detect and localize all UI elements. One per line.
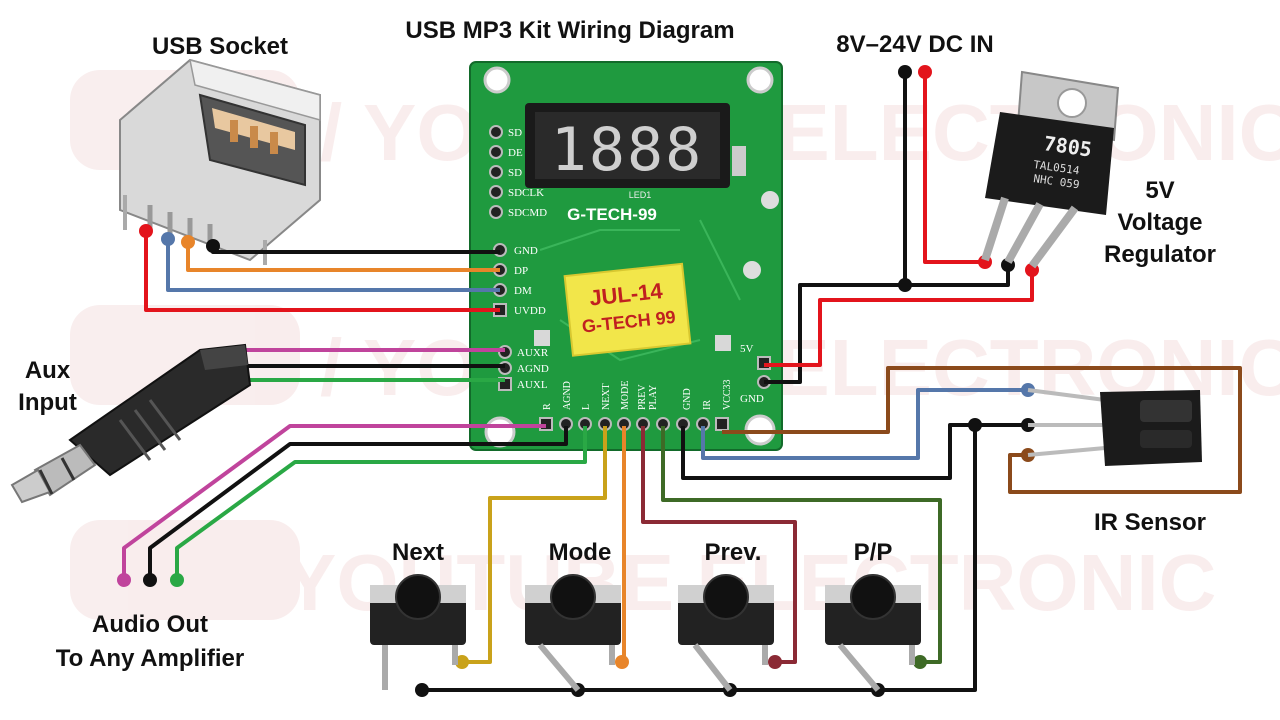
- pin-label-uvdd: UVDD: [514, 305, 546, 317]
- pin-label-vcc33: VCC33: [722, 379, 733, 410]
- wire-reg-gnd: [764, 265, 1010, 384]
- pin-label-agnd-bottom: AGND: [562, 381, 573, 410]
- audio-out-label-line2: To Any Amplifier: [55, 645, 245, 672]
- wire-reg-out: [764, 270, 1034, 367]
- pin-label-dp: DP: [514, 265, 528, 277]
- button-mode[interactable]: [525, 574, 621, 692]
- aux-label-line1: Aux: [24, 357, 71, 384]
- junction-dots: [117, 65, 1039, 697]
- ir-sensor-label: IR Sensor: [1093, 509, 1207, 536]
- regulator-label-line1: 5V: [1145, 177, 1175, 204]
- ir-sensor: [1027, 388, 1202, 466]
- wire-dc-pos: [923, 72, 985, 264]
- pin-label-sdcmd: SDCMD: [508, 207, 547, 219]
- pin-label-next: NEXT: [601, 383, 612, 410]
- date-sticker: JUL-14 G-TECH 99: [563, 262, 692, 357]
- wire-button-gnd-bus: [422, 425, 977, 692]
- wires: [122, 72, 1242, 692]
- wire-out-gnd: [148, 426, 568, 580]
- pin-label-gnd-bottom: GND: [682, 388, 693, 410]
- button-next[interactable]: [370, 574, 466, 690]
- mp3-board: 1888 LED1 G-TECH-99 JUL-14 G-TECH 99 SD …: [469, 61, 783, 451]
- wire-usb-dm: [166, 240, 500, 292]
- board-brand: G-TECH-99: [567, 205, 657, 224]
- pin-label-auxl: AUXL: [517, 379, 548, 391]
- wire-ir-signal: [701, 388, 1028, 460]
- prev-label: Prev.: [704, 539, 762, 566]
- wire-usb-vdd: [144, 232, 500, 312]
- pin-label-prev: PREV: [637, 384, 648, 410]
- wire-usb-dp: [186, 242, 500, 272]
- sd-pins: SD DE SD SDCLK SDCMD: [489, 125, 547, 219]
- diagram-title: USB MP3 Kit Wiring Diagram: [405, 17, 735, 44]
- pin-label-sdclk: SDCLK: [508, 187, 544, 199]
- wire-out-l: [175, 426, 587, 580]
- wire-pp: [661, 426, 942, 664]
- pin-label-de: DE: [508, 147, 523, 159]
- button-pp[interactable]: [825, 574, 921, 692]
- regulator-code-1: TAL0514: [1033, 158, 1081, 177]
- wire-next: [462, 426, 607, 664]
- regulator-label-line3: Regulator: [1103, 241, 1216, 268]
- button-prev[interactable]: [678, 574, 774, 692]
- regulator-code-2: NHC 059: [1033, 172, 1081, 191]
- pp-label: P/P: [853, 539, 893, 566]
- watermark-text-1: / YOUTUBE ELECTRONIC: [320, 88, 1280, 177]
- display-digits: 1888: [551, 115, 704, 185]
- pin-label-gnd-power: GND: [740, 393, 764, 405]
- pin-label-play: PLAY: [648, 385, 659, 410]
- pin-label-gnd-usb: GND: [514, 245, 538, 257]
- pin-label-sd2: SD: [508, 167, 522, 179]
- pin-label-auxr: AUXR: [517, 347, 549, 359]
- pin-label-r: R: [542, 403, 553, 410]
- regulator-label-line2: Voltage: [1117, 209, 1203, 236]
- audio-out-label-line1: Audio Out: [92, 611, 208, 638]
- display-label: LED1: [629, 190, 652, 200]
- usb-socket: [119, 58, 321, 265]
- pin-label-ir: IR: [702, 400, 713, 410]
- voltage-regulator: 7805 TAL0514 NHC 059: [981, 70, 1120, 269]
- wire-prev: [641, 426, 797, 664]
- usb-socket-label: USB Socket: [151, 33, 289, 60]
- usb-pins: GND DP DM UVDD: [493, 243, 546, 317]
- aux-jack: [10, 343, 252, 504]
- pin-label-sd1: SD: [508, 127, 522, 139]
- aux-label-line2: Input: [18, 389, 77, 416]
- pin-label-l: L: [581, 404, 592, 410]
- dc-in-label: 8V–24V DC IN: [836, 31, 994, 58]
- pin-label-mode: MODE: [620, 381, 631, 410]
- pin-label-dm: DM: [514, 285, 532, 297]
- mode-label: Mode: [548, 539, 612, 566]
- wire-out-r: [122, 424, 546, 580]
- pin-label-agnd: AGND: [517, 363, 549, 375]
- seven-segment-display: 1888 LED1: [525, 103, 730, 200]
- next-label: Next: [391, 539, 445, 566]
- pin-label-5v: 5V: [740, 343, 754, 355]
- wire-ir-vcc: [722, 366, 1242, 494]
- aux-pins: AUXR AGND AUXL: [498, 345, 549, 391]
